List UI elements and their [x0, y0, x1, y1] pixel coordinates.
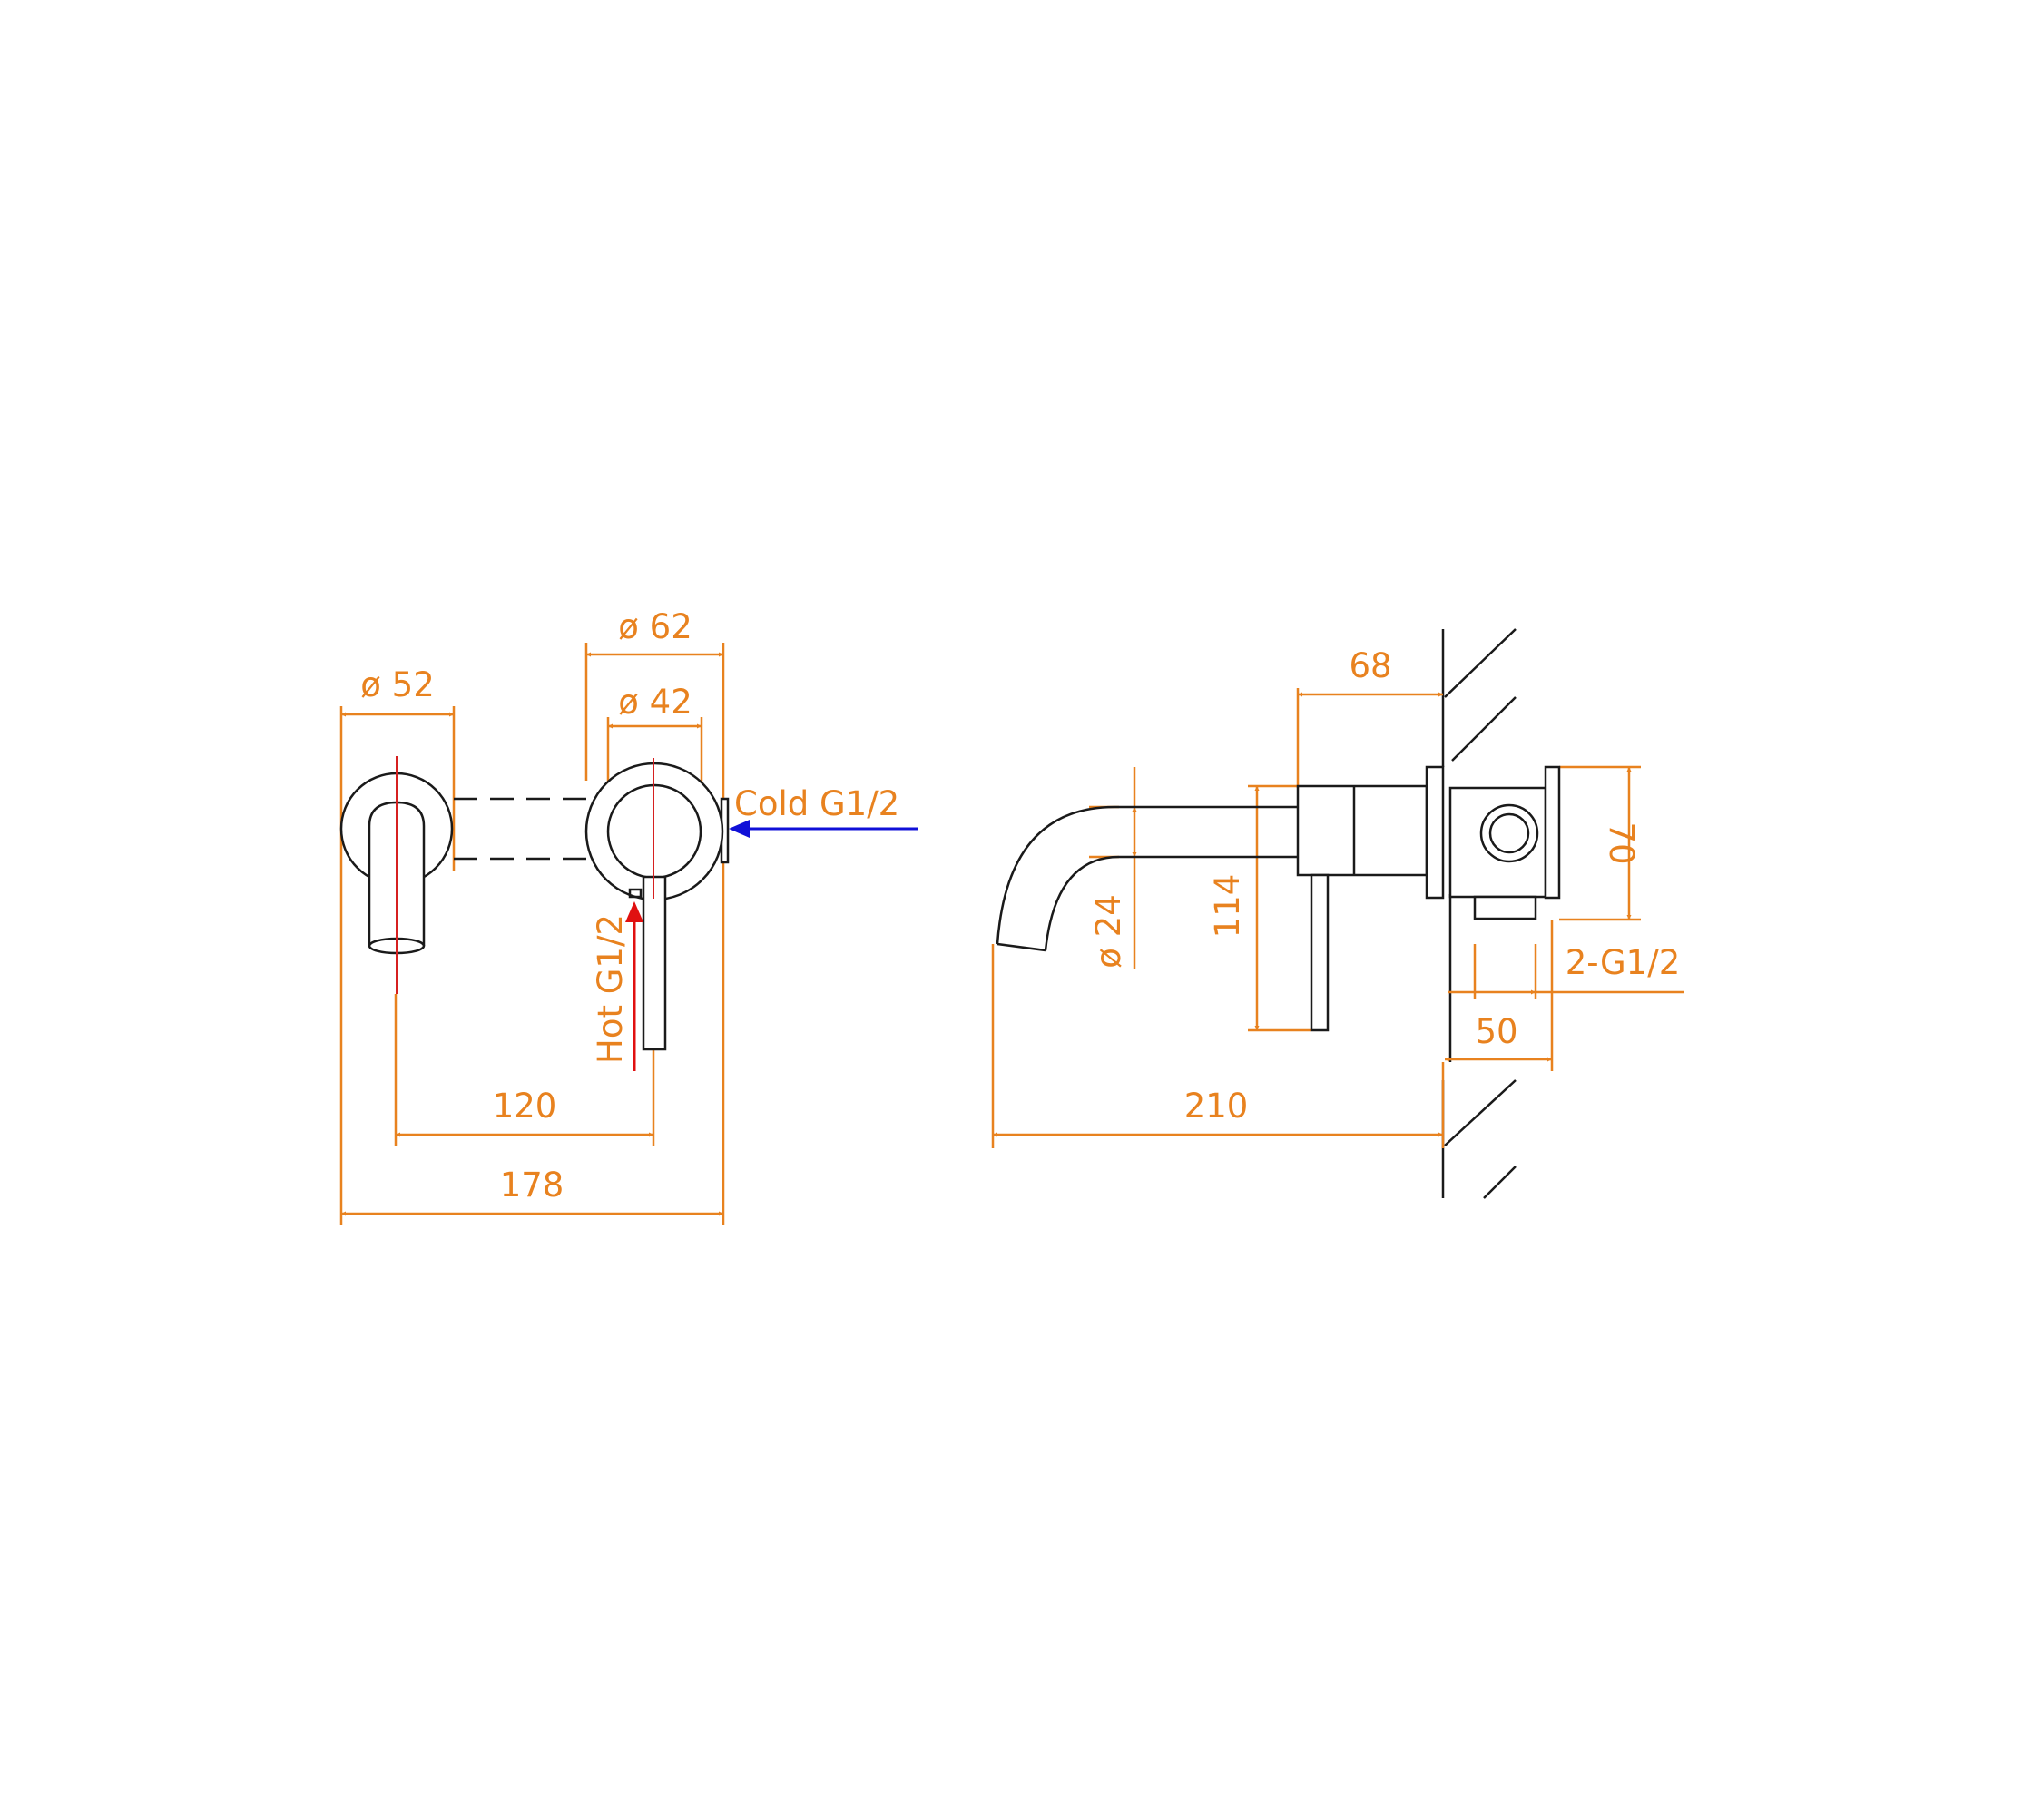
dim-spout-dia: ø 24 [1089, 894, 1128, 968]
spout-side [996, 805, 1298, 952]
wall-hatch [1444, 628, 1517, 1199]
dim-plate-dia: ø 62 [618, 607, 692, 646]
front-view: ø 52 ø 62 ø 42 120 178 [339, 607, 918, 1225]
dim-spacing: 120 [493, 1087, 557, 1126]
front-extension-lines [339, 643, 725, 1225]
mixer-lever-side [1310, 873, 1330, 1032]
dim-wall-depth: 50 [1475, 1012, 1517, 1051]
mixer-body-side [1296, 784, 1428, 877]
spout-tip [996, 942, 1046, 952]
rear-plate-side [1544, 765, 1561, 900]
side-view: 68 ø 24 114 70 2-G1/2 50 210 [991, 628, 1684, 1199]
valve-port-inner [1488, 812, 1530, 854]
dim-overall-width: 178 [500, 1166, 564, 1205]
wall-section [1441, 628, 1517, 1199]
concealed-body-outline [454, 797, 586, 861]
spout-tube-lower [1044, 855, 1298, 951]
dim-outlet-dia: ø 52 [360, 665, 434, 704]
cold-inlet-arrow [729, 820, 918, 838]
mixer-lever [642, 875, 667, 1051]
hot-inlet-arrow [625, 901, 643, 1071]
dim-projection: 210 [1184, 1087, 1249, 1126]
dim-inlet-label: 2-G1/2 [1566, 943, 1680, 982]
wall-plate-side [1425, 765, 1445, 900]
spout-tube-upper [996, 805, 1298, 945]
dim-plate-height: 70 [1602, 821, 1641, 864]
hot-inlet-label: Hot G1/2 [591, 914, 630, 1064]
cold-inlet-label: Cold G1/2 [734, 784, 899, 823]
dim-handle-base-dia: ø 42 [618, 683, 692, 722]
dim-body-length: 68 [1349, 646, 1391, 685]
inlet-stub [1473, 895, 1537, 920]
dim-handle-height: 114 [1208, 874, 1247, 939]
mixer-side [1296, 765, 1561, 1032]
